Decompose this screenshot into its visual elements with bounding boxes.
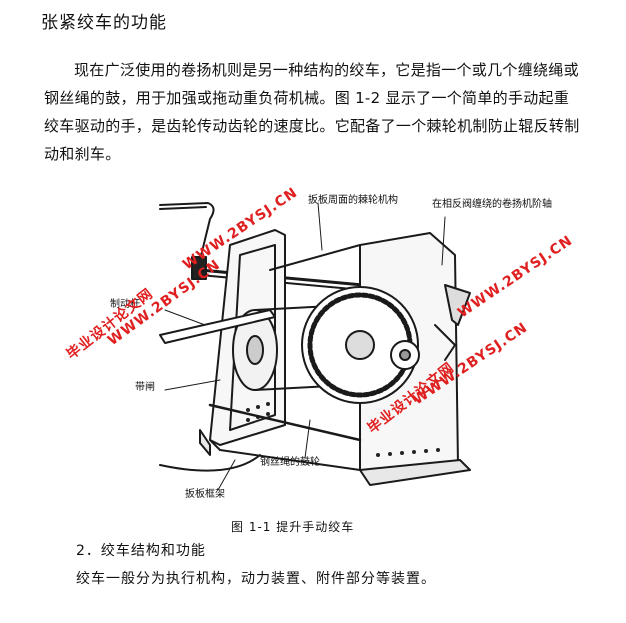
section-text: 绞车一般分为执行机构，动力装置、附件部分等装置。: [76, 571, 436, 587]
label-ratchet-mechanism: 扳板周面的棘轮机构: [308, 193, 398, 206]
label-brake-band: 带闸: [135, 380, 155, 393]
brake-band: [159, 454, 261, 472]
label-rope-shaft: 在相反阀缠绕的卷扬机阶轴: [432, 197, 552, 210]
crank-grip: [191, 256, 207, 280]
crank-handle: [159, 202, 215, 261]
section-heading: 张紧绞车的功能: [41, 13, 167, 33]
winch-illustration: 扳板周面的棘轮机构 在相反阀缠绕的卷扬机阶轴 制动杆 带闸 钢丝绳的鼓轮 扳板框…: [110, 193, 552, 500]
brake-lever: [159, 309, 276, 344]
figure-caption: 图 1-1 提升手动绞车: [231, 520, 355, 534]
ratchet-pawl: [444, 284, 471, 326]
label-brake-lever: 制动杆: [110, 297, 140, 310]
label-wire-drum: 钢丝绳的鼓轮: [260, 455, 320, 468]
intro-paragraph: 现在广泛使用的卷扬机则是另一种结构的绞车，它是指一个或几个缠绕绳或钢丝绳的鼓，用…: [44, 61, 580, 163]
label-frame: 扳板框架: [185, 487, 225, 500]
section-subheading: 2．绞车结构和功能: [76, 543, 206, 559]
base-rail-right: [359, 459, 471, 486]
